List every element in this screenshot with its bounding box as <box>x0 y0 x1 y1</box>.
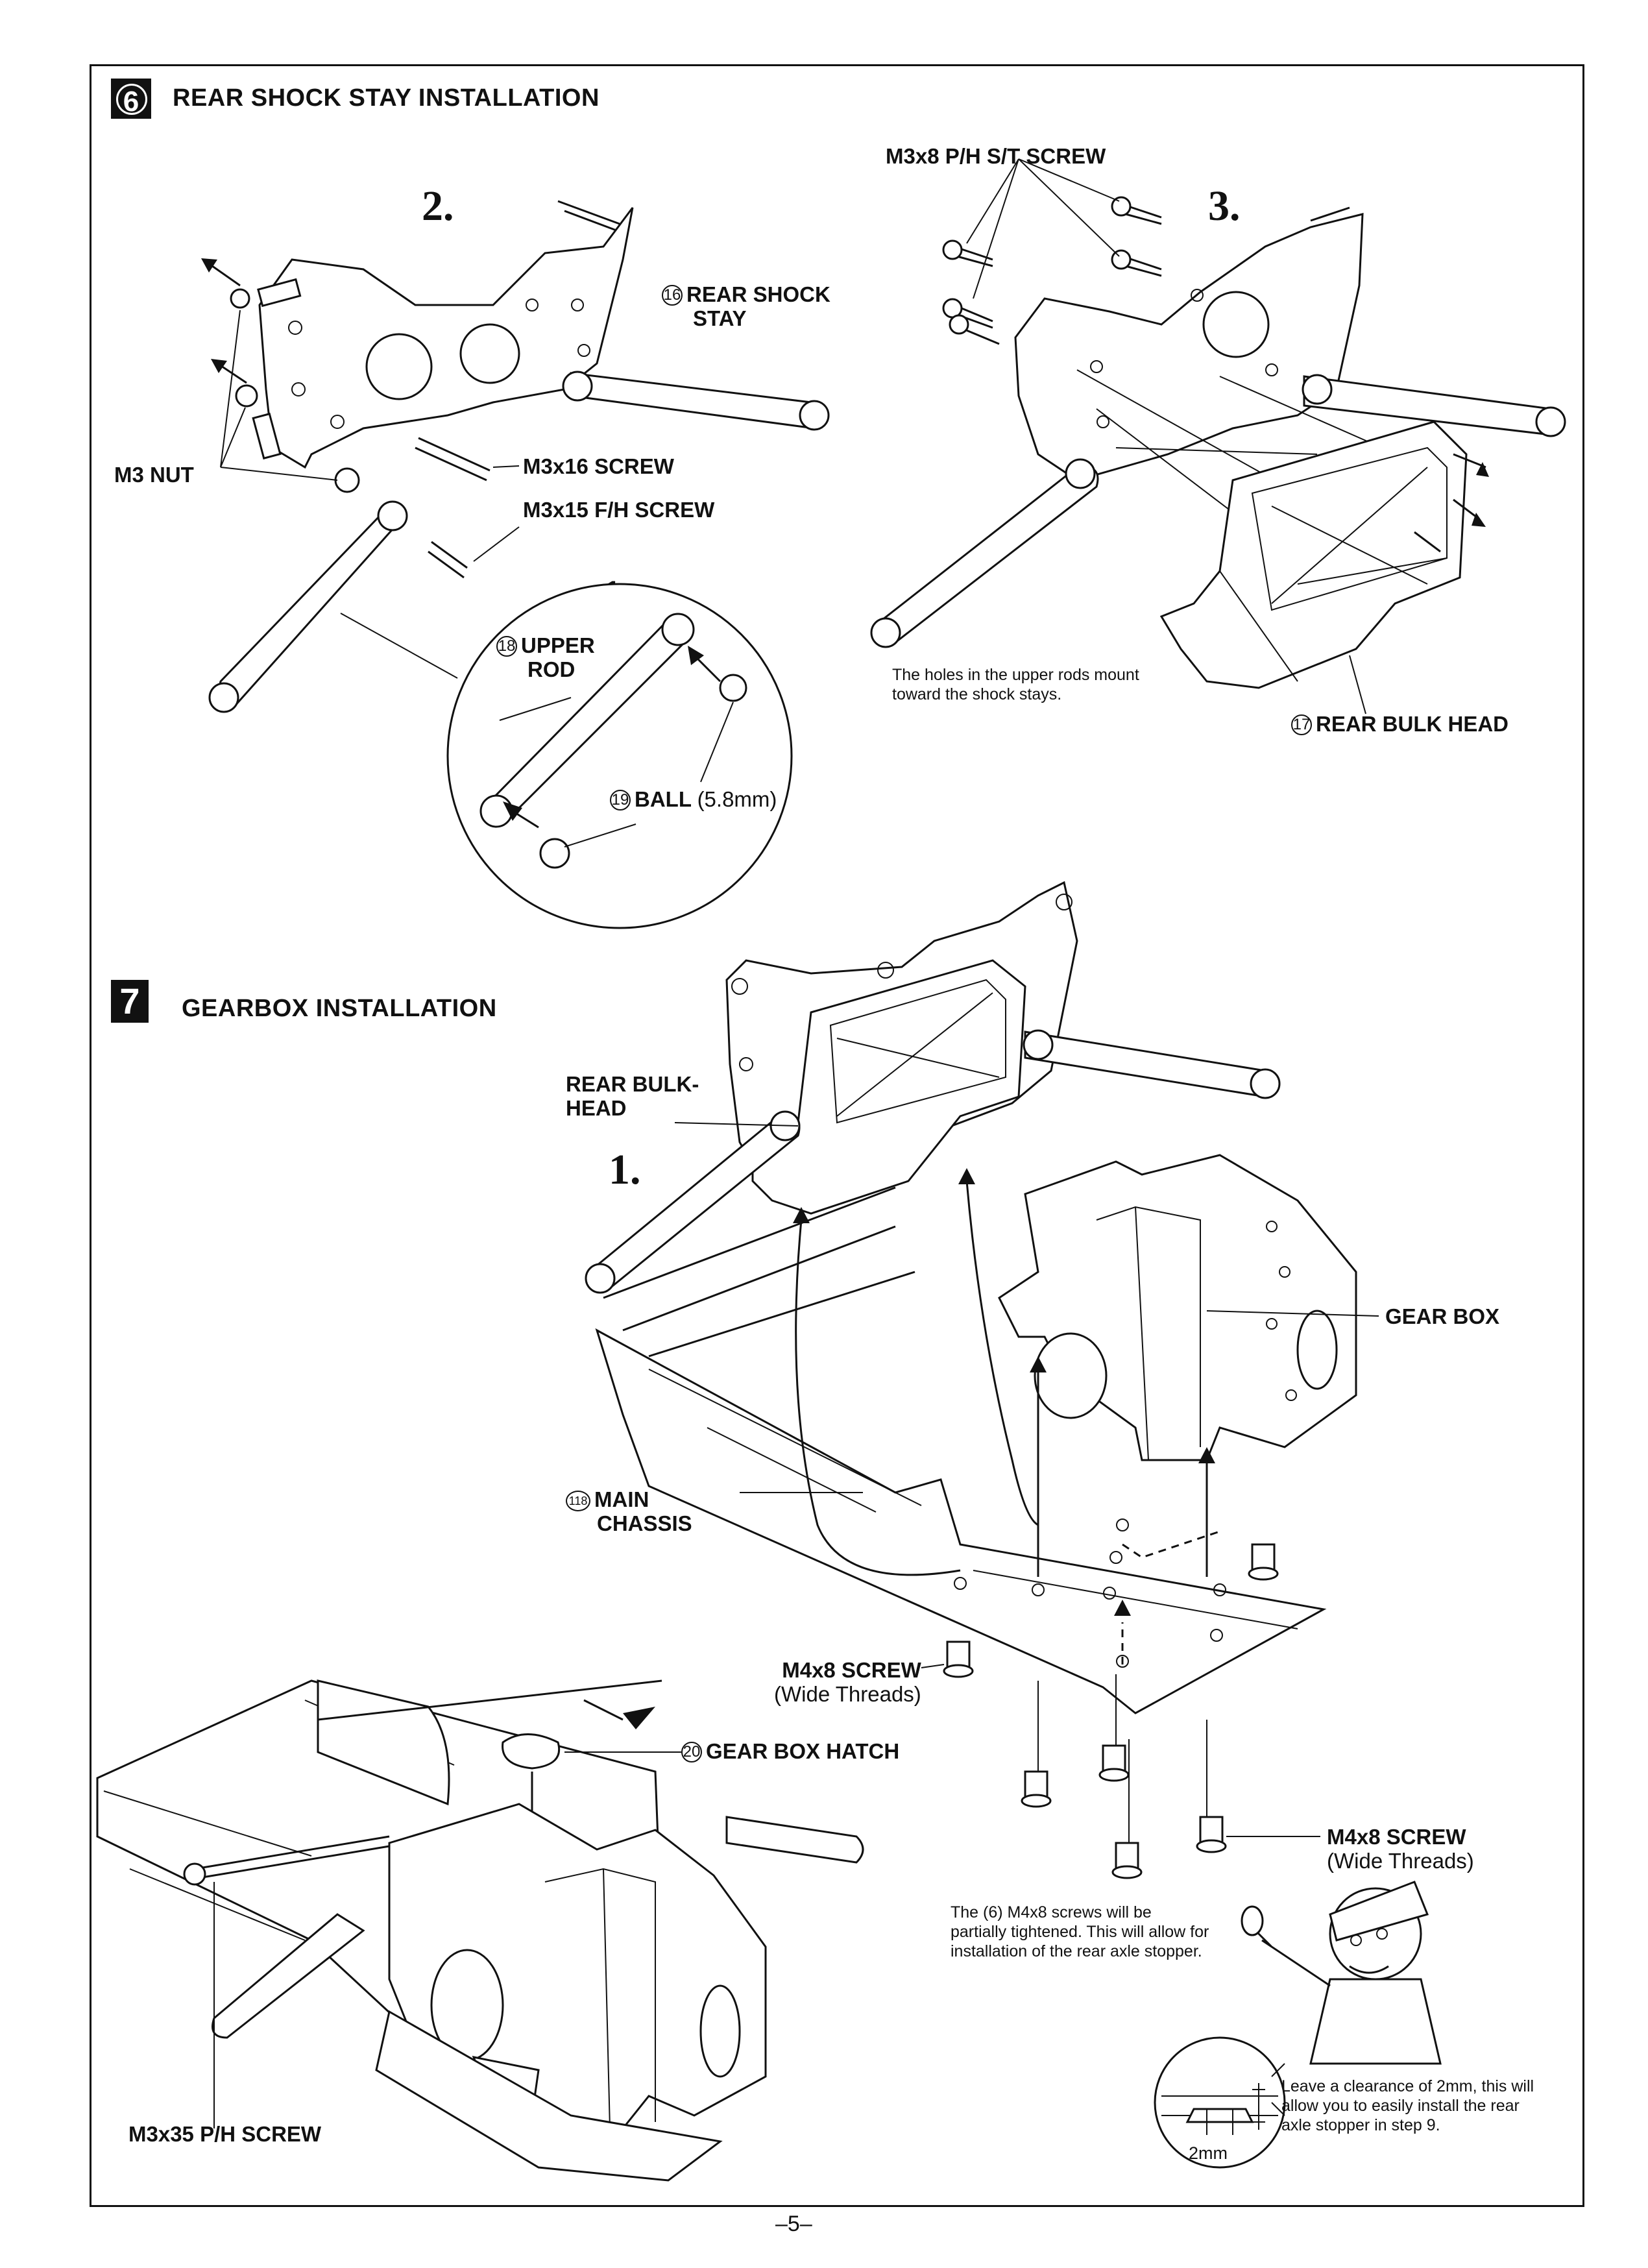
note-screws: The (6) M4x8 screws will be partially ti… <box>951 1903 1209 1960</box>
label-m4x8-screw-b: M4x8 SCREW (Wide Threads) <box>1327 1825 1474 1873</box>
label-m4x8-text: M4x8 SCREW <box>782 1658 921 1682</box>
label-clearance-2mm: 2mm <box>1189 2143 1228 2163</box>
step7-number-badge: 7 <box>111 980 149 1023</box>
step6-sub2: 2. <box>422 182 454 230</box>
note-clearance: Leave a clearance of 2mm, this will allo… <box>1281 2077 1534 2134</box>
label-main-chassis-1: MAIN <box>594 1487 649 1511</box>
label-rear-bulkhead-7-2: HEAD <box>566 1096 627 1120</box>
label-m3x15: M3x15 F/H SCREW <box>523 498 715 522</box>
label-m3-nut: M3 NUT <box>114 463 194 487</box>
part-num-19: 19 <box>610 790 631 811</box>
label-rear-bulkhead-7-1: REAR BULK- <box>566 1072 699 1096</box>
step6-title: REAR SHOCK STAY INSTALLATION <box>173 84 600 112</box>
label-shock-stay-2: STAY <box>693 306 747 330</box>
label-m4x8-b-wide: (Wide Threads) <box>1327 1849 1474 1873</box>
part-num-118: 118 <box>566 1491 590 1511</box>
step6-number-ring <box>116 84 147 115</box>
page-frame <box>90 64 1584 2207</box>
step6-sub3: 3. <box>1208 182 1241 230</box>
step6-number: 6 <box>123 86 139 117</box>
part-num-20: 20 <box>681 1742 702 1762</box>
part-num-18: 18 <box>496 636 517 657</box>
label-m3x35: M3x35 P/H SCREW <box>128 2122 322 2146</box>
label-rear-bulk-head-text: REAR BULK HEAD <box>1316 712 1509 736</box>
label-screw-st: M3x8 P/H S/T SCREW <box>886 144 1106 168</box>
label-m3x16: M3x16 SCREW <box>523 454 674 478</box>
step7-number: 7 <box>119 981 140 1021</box>
page-number: –5– <box>775 2212 812 2236</box>
label-main-chassis-2: CHASSIS <box>597 1511 692 1535</box>
label-ball-size: (5.8mm) <box>697 787 777 811</box>
label-m4x8-wide: (Wide Threads) <box>774 1682 921 1706</box>
label-rear-bulkhead-7: REAR BULK- HEAD <box>566 1072 699 1120</box>
part-num-17: 17 <box>1291 714 1312 735</box>
label-gear-box: GEAR BOX <box>1385 1304 1500 1328</box>
step7-sub1: 1. <box>609 1146 641 1193</box>
label-upper-rod-2: ROD <box>527 657 576 681</box>
label-ball-text: BALL <box>635 787 692 811</box>
label-upper-rod-1: UPPER <box>521 633 595 657</box>
label-gear-box-hatch-text: GEAR BOX HATCH <box>706 1739 900 1763</box>
label-m4x8-b-text: M4x8 SCREW <box>1327 1825 1466 1849</box>
label-shock-stay-1: REAR SHOCK <box>686 282 830 306</box>
step7-title: GEARBOX INSTALLATION <box>182 995 497 1022</box>
part-num-16: 16 <box>662 285 683 306</box>
step6-note: The holes in the upper rods mount toward… <box>892 666 1139 703</box>
label-m4x8-screw: M4x8 SCREW (Wide Threads) <box>774 1658 921 1706</box>
step6-number-badge: 6 <box>111 79 151 119</box>
